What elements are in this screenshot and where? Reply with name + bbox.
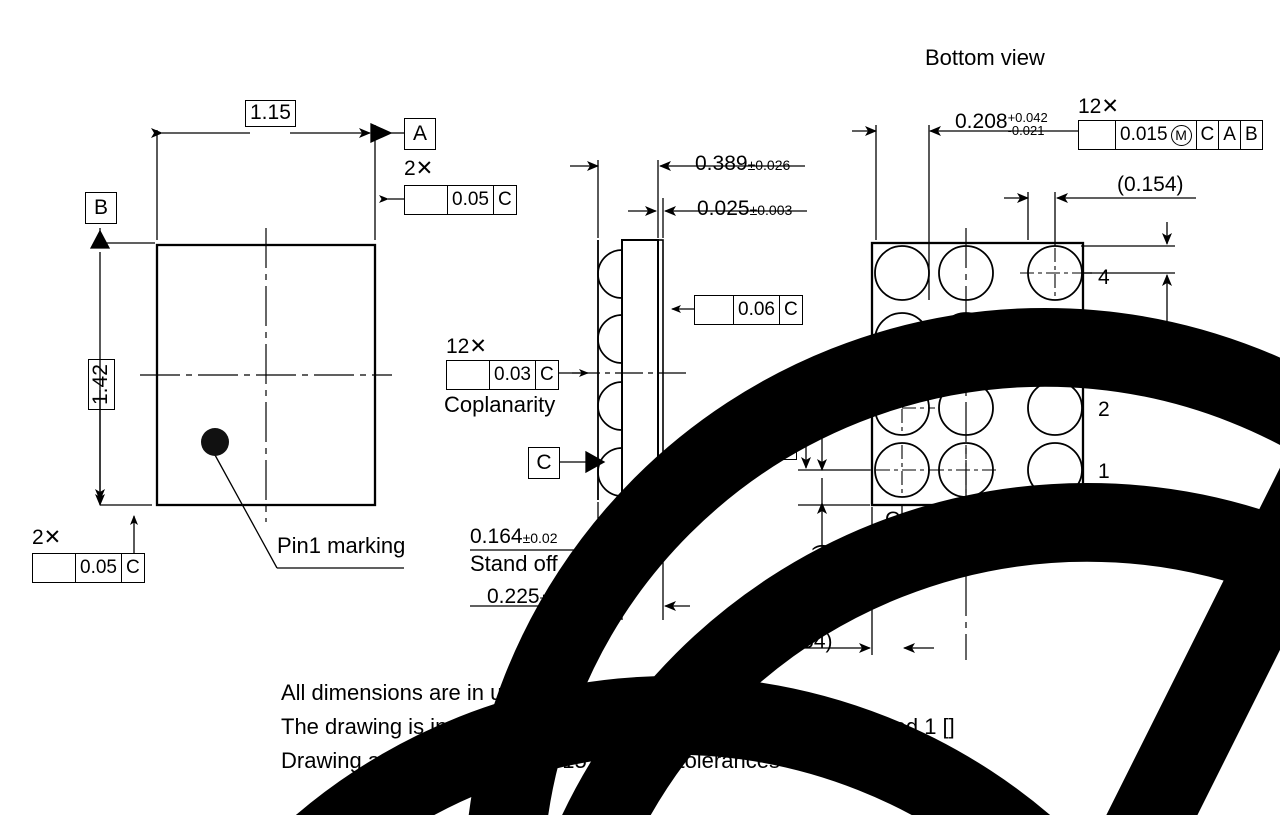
- mmc-modifier-icon: M: [1170, 124, 1192, 146]
- column-label-c: C: [885, 508, 901, 531]
- profile-of-surface-icon: [405, 186, 1280, 815]
- parallelism-icon: [695, 296, 1280, 815]
- position-icon: [1079, 121, 1116, 149]
- side-thin-value: 0.025: [697, 197, 750, 220]
- pin1-marking-dot: [201, 428, 229, 456]
- datum-feature-b: B: [85, 192, 117, 224]
- column-label-b: B: [949, 508, 964, 531]
- coplanarity-count-label: 12✕: [446, 335, 487, 358]
- bottom-fcf-tolerance: 0.05: [76, 554, 122, 582]
- side-body-dimension: 0.225±0.016: [487, 585, 582, 609]
- profile-of-surface-icon: [33, 554, 1051, 815]
- vertical-pitch-dimension: 0.37: [770, 409, 798, 460]
- note-line-2: The drawing is in compliance with ISO 12…: [281, 714, 955, 740]
- bottom-view-title: Bottom view: [925, 45, 1045, 70]
- coplanarity-tolerance: 0.03: [490, 361, 536, 389]
- ball-diameter-tolerance: +0.042-0.021: [1008, 111, 1048, 137]
- note-line-2-text: The drawing is in compliance with ISO 12…: [281, 714, 949, 739]
- coplanarity-fcf: 0.03 C: [446, 360, 1280, 815]
- note-line-3: Drawing according to ISO 8015, general t…: [281, 748, 920, 773]
- profile-of-surface-icon: [447, 361, 1280, 815]
- bottom-fcf-datum: C: [125, 557, 140, 578]
- bottom-view-ref-left: (0.155): [810, 543, 833, 610]
- top-fcf-tolerance: 0.05: [448, 186, 494, 214]
- row-label-1: 1: [1098, 460, 1110, 483]
- row-label-4: 4: [1098, 266, 1110, 289]
- parallelism-datum: C: [783, 299, 798, 320]
- position-fcf-count-label: 12✕: [1078, 95, 1119, 118]
- side-thin-tolerance: ±0.003: [749, 202, 793, 218]
- parallelism-fcf: 0.06 C: [694, 295, 1280, 815]
- top-fcf-count-label: 2✕: [404, 157, 434, 180]
- bottom-profile-fcf: 0.05 C: [32, 553, 1051, 815]
- top-fcf-datum: C: [497, 189, 512, 210]
- parallelism-glyph: [1106, 467, 1280, 815]
- pin1-marking-label: Pin1 marking: [277, 533, 406, 558]
- top-profile-fcf: 0.05 C: [404, 185, 1280, 815]
- side-body-value: 0.225: [487, 585, 540, 608]
- standoff-dimension: 0.164±0.02: [470, 525, 558, 549]
- side-total-height-dimension: 0.389±0.026: [695, 152, 790, 176]
- top-view-width-dimension: 1.15: [245, 100, 296, 128]
- coplanarity-label: Coplanarity: [444, 392, 556, 417]
- bottom-view-ref-right: (0.155): [1155, 333, 1178, 400]
- bottom-fcf-count-label: 2✕: [32, 526, 62, 549]
- top-view-height-dimension: 1.42: [88, 359, 116, 410]
- parallelism-tolerance: 0.06: [734, 296, 780, 324]
- side-total-height-tolerance: ±0.026: [747, 157, 791, 173]
- position-datum-3: B: [1244, 124, 1258, 145]
- position-datum-2: A: [1219, 121, 1241, 149]
- row-label-3: 3: [1098, 331, 1110, 354]
- datum-feature-c: C: [528, 447, 560, 479]
- position-tolerance-value: 0.015: [1120, 124, 1168, 145]
- side-body-tolerance: ±0.016: [539, 590, 583, 606]
- standoff-value: 0.164: [470, 525, 523, 548]
- datum-feature-a: A: [404, 118, 436, 150]
- standoff-tolerance: ±0.02: [522, 530, 558, 546]
- profile-of-surface-glyph: [468, 307, 1280, 815]
- ball-dia-tol-upper: +0.042: [1007, 109, 1048, 125]
- note-line-2-tail: ]: [948, 714, 955, 739]
- ball-dia-tol-lower: -0.021: [1007, 122, 1045, 138]
- note-line-1: All dimensions are in units mm: [281, 680, 580, 705]
- bottom-view-ref-top: (0.154): [1117, 173, 1184, 196]
- row-label-2: 2: [1098, 398, 1110, 421]
- ball-diameter-dimension: 0.208+0.042-0.021: [955, 110, 1048, 137]
- position-datum-1: C: [1197, 121, 1220, 149]
- horizontal-pitch-dimension: 0.37: [911, 537, 962, 565]
- coplanarity-datum: C: [539, 364, 554, 385]
- bottom-view-ref-bottom: (0.154): [766, 630, 833, 653]
- ball-diameter-value: 0.208: [955, 110, 1008, 133]
- column-label-a: A: [1049, 508, 1064, 531]
- side-total-height-value: 0.389: [695, 152, 748, 175]
- standoff-label: Stand off: [470, 551, 558, 576]
- profile-of-surface-glyph: [562, 482, 1280, 815]
- side-thin-dimension: 0.025±0.003: [697, 197, 792, 221]
